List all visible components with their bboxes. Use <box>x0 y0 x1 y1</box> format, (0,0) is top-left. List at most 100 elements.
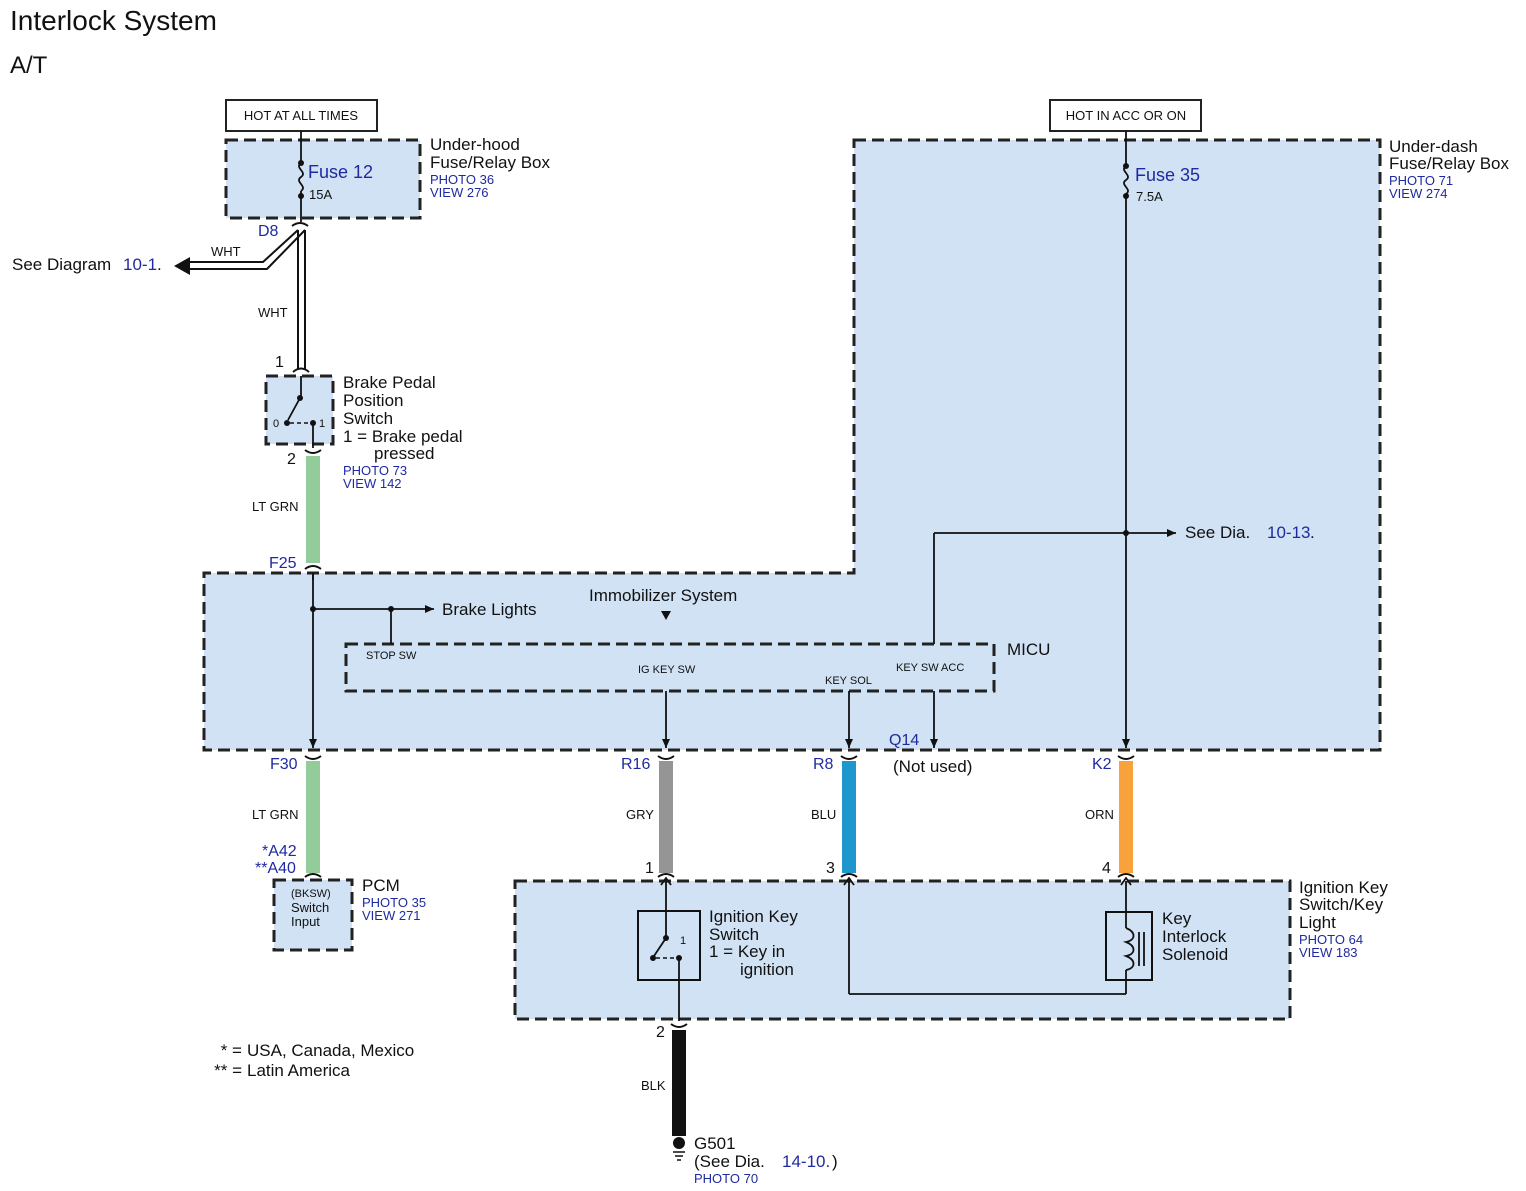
see-dia-13-suffix: . <box>1310 523 1315 542</box>
q14-label: Q14 <box>889 732 919 749</box>
see-diagram-prefix: See Diagram <box>12 255 111 274</box>
g501-label: G501 <box>694 1134 736 1153</box>
micu-label: MICU <box>1007 640 1050 659</box>
ignition-sw-desc-2: ignition <box>740 960 794 979</box>
wire-lt-grn-bottom <box>306 761 320 873</box>
underdash-photo: PHOTO 71 <box>1389 173 1453 188</box>
ignition-pin-3: 3 <box>826 860 835 877</box>
a42-label: *A42 <box>262 843 297 860</box>
see-dia-13-prefix: See Dia. <box>1185 523 1250 542</box>
see-diagram-link[interactable]: 10-1 <box>123 255 157 274</box>
legend-text-1: USA, Canada, Mexico <box>247 1041 414 1060</box>
pcm-view: VIEW 271 <box>362 908 421 923</box>
ignition-pin-2: 2 <box>656 1024 665 1041</box>
legend-mark-1: * = <box>221 1041 242 1060</box>
underdash-fuse-box <box>202 138 1382 752</box>
g501-see-link[interactable]: 14-10. <box>782 1152 830 1171</box>
f30-label: F30 <box>270 756 298 773</box>
fuse-12-label: Fuse 12 <box>308 162 373 182</box>
key-sw-acc-label: KEY SW ACC <box>896 662 964 674</box>
brake-pin-1: 1 <box>275 354 284 371</box>
ignition-key-switch-symbol <box>637 910 701 981</box>
wire-blu <box>842 761 856 873</box>
brake-switch-desc-1: 1 = Brake pedal <box>343 427 463 446</box>
underhood-name-1: Under-hood <box>430 135 520 154</box>
solenoid-name-1: Key <box>1162 909 1192 928</box>
ignition-box-name-1: Ignition Key <box>1299 878 1388 897</box>
pcm-input-2: Switch <box>291 900 329 915</box>
brake-switch-name-3: Switch <box>343 409 393 428</box>
wire-label-wht: WHT <box>258 305 288 320</box>
solenoid-name-2: Interlock <box>1162 927 1227 946</box>
not-used-label: (Not used) <box>893 757 972 776</box>
micu-box <box>344 642 996 693</box>
g501-photo: PHOTO 70 <box>694 1171 758 1186</box>
underdash-name-2: Fuse/Relay Box <box>1389 154 1509 173</box>
f30-connector <box>304 755 322 760</box>
d8-connector <box>291 222 309 227</box>
ground-g501-icon <box>673 1137 685 1149</box>
pcm-box <box>272 878 354 952</box>
a40-label: **A40 <box>255 860 296 877</box>
immobilizer-label: Immobilizer System <box>589 586 737 605</box>
wire-label-ltgrn-top: LT GRN <box>252 499 298 514</box>
brake-switch-name-2: Position <box>343 391 403 410</box>
stop-sw-label: STOP SW <box>366 650 417 662</box>
g501-see-prefix: (See Dia. <box>694 1152 765 1171</box>
wire-label-ltgrn-bottom: LT GRN <box>252 807 298 822</box>
brake-switch-photo: PHOTO 73 <box>343 463 407 478</box>
see-diagram-arrow <box>174 257 190 275</box>
fuse-12-symbol <box>298 162 304 192</box>
ignition-pin-4: 4 <box>1102 860 1111 877</box>
wire-label-gry: GRY <box>626 807 654 822</box>
ignition-pin-1: 1 <box>645 860 654 877</box>
underhood-fuse-box <box>224 138 422 220</box>
fuse-12-rating: 15A <box>309 187 332 202</box>
g501-see-suffix: ) <box>832 1152 838 1171</box>
ignition-sw-name-2: Switch <box>709 925 759 944</box>
brake-switch-box <box>264 374 335 446</box>
see-diagram-suffix: . <box>157 255 162 274</box>
see-dia-13-link[interactable]: 10-13 <box>1267 523 1310 542</box>
legend-text-2: Latin America <box>247 1061 351 1080</box>
wire-lt-grn-top <box>306 456 320 563</box>
brake-switch-view: VIEW 142 <box>343 476 402 491</box>
ignition-box-name-3: Light <box>1299 913 1336 932</box>
fuse-35-label: Fuse 35 <box>1135 165 1200 185</box>
f25-connector <box>304 565 322 570</box>
underhood-photo: PHOTO 36 <box>430 172 494 187</box>
hot-at-all-times-label: HOT AT ALL TIMES <box>244 108 358 123</box>
fuse-35-rating: 7.5A <box>1136 189 1163 204</box>
brake-switch-name-1: Brake Pedal <box>343 373 436 392</box>
brake-switch-blade <box>287 397 301 421</box>
fuse-35-symbol <box>1123 165 1129 195</box>
pcm-input-1: (BKSW) <box>291 888 331 900</box>
ig-key-sw-label: IG KEY SW <box>638 664 696 676</box>
ignition-box-name-2: Switch/Key <box>1299 895 1384 914</box>
wire-gry <box>659 761 673 873</box>
wire-blk <box>672 1030 686 1136</box>
wire-label-orn: ORN <box>1085 807 1114 822</box>
ignition-box-photo: PHOTO 64 <box>1299 932 1363 947</box>
f25-label: F25 <box>269 555 297 572</box>
underdash-view: VIEW 274 <box>1389 186 1448 201</box>
brake-pin-2: 2 <box>287 451 296 468</box>
d8-label: D8 <box>258 223 279 240</box>
wire-label-blu: BLU <box>811 807 836 822</box>
r8-connector <box>840 755 858 760</box>
key-interlock-solenoid-symbol <box>1105 911 1153 981</box>
ignition-key-box <box>513 879 1292 1021</box>
k2-label: K2 <box>1092 756 1112 773</box>
r8-label: R8 <box>813 756 834 773</box>
wire-label-blk: BLK <box>641 1078 666 1093</box>
underhood-view: VIEW 276 <box>430 185 489 200</box>
wire-label-wht-out: WHT <box>211 244 241 259</box>
immobilizer-arrow <box>661 611 671 620</box>
brake-lights-label: Brake Lights <box>442 600 537 619</box>
ignition-sw-desc-1: 1 = Key in <box>709 942 785 961</box>
a42-connector <box>304 873 322 878</box>
page-subtitle: A/T <box>10 52 48 79</box>
k2-connector <box>1117 755 1135 760</box>
ignition-box-view: VIEW 183 <box>1299 945 1358 960</box>
